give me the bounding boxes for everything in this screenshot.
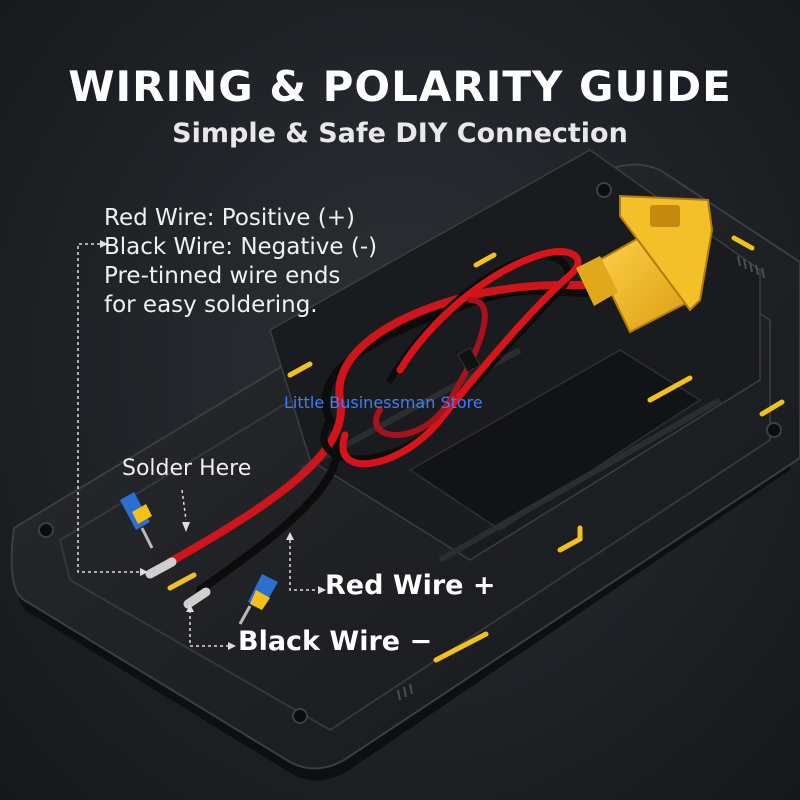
black-wire-label: Black Wire − [238, 626, 433, 657]
wiring-description: Red Wire: Positive (+) Black Wire: Negat… [104, 204, 377, 320]
wire-harness [145, 248, 614, 609]
store-watermark: Little Businessman Store [284, 393, 483, 412]
description-line: Black Wire: Negative (-) [104, 234, 378, 260]
leader-lines [77, 243, 318, 647]
solder-connector-icon [120, 492, 154, 549]
solder-connector-icon-2 [238, 574, 278, 625]
description-line: for easy soldering. [104, 292, 318, 318]
circuit-board [10, 149, 800, 781]
description-line: Pre-tinned wire ends [104, 263, 341, 289]
page-subtitle: Simple & Safe DIY Connection [172, 118, 628, 149]
xt60-connector [576, 194, 714, 334]
description-line: Red Wire: Positive (+) [104, 205, 355, 231]
red-wire-label: Red Wire + [325, 570, 496, 601]
solder-here-label: Solder Here [122, 456, 252, 481]
page-title: WIRING & POLARITY GUIDE [68, 62, 732, 111]
